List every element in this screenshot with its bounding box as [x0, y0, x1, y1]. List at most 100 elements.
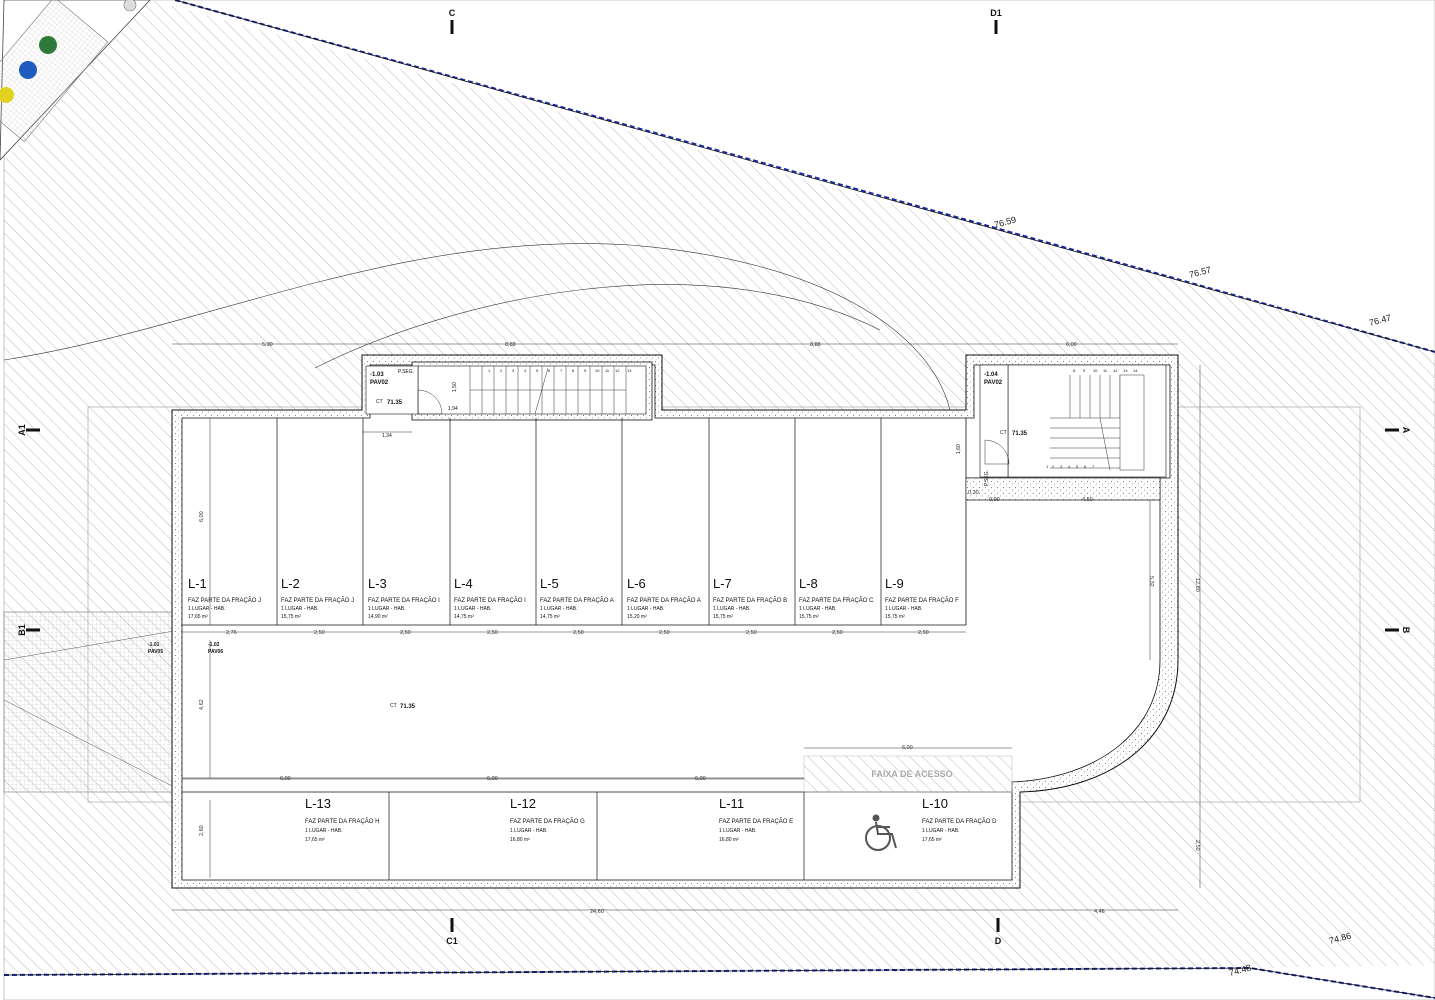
stair-left-ct-value: 71.35 [387, 400, 403, 406]
pav05-level: -1.01 [148, 642, 160, 648]
svg-text:A: A [1401, 427, 1411, 434]
dimension-labels: 5,30 8,88 8,88 6,00 2,76 2,50 2,50 2,50 … [199, 342, 1200, 915]
section-marker-top-d1: D1 [990, 8, 1002, 34]
svg-text:1: 1 [1046, 464, 1049, 469]
recycling-bins [0, 0, 137, 143]
svg-text:A1: A1 [17, 424, 27, 436]
stair-right-door [984, 439, 1010, 465]
svg-text:8: 8 [572, 368, 575, 373]
property-boundary-bottom-line [3, 967, 1435, 999]
section-marker-left-b1: B1 [17, 624, 40, 636]
svg-text:D1: D1 [990, 8, 1002, 18]
svg-text:B: B [1401, 627, 1411, 634]
svg-text:11: 11 [1103, 368, 1108, 373]
svg-text:2,50: 2,50 [918, 630, 929, 636]
svg-text:17,65 m²: 17,65 m² [305, 837, 325, 843]
svg-text:1 LUGAR - HAB.: 1 LUGAR - HAB. [719, 828, 757, 834]
svg-text:6,00: 6,00 [487, 776, 498, 782]
svg-text:6,00: 6,00 [280, 776, 291, 782]
svg-text:8: 8 [1073, 368, 1076, 373]
svg-text:9: 9 [584, 368, 587, 373]
svg-text:2,76: 2,76 [226, 630, 237, 636]
svg-text:15,75 m²: 15,75 m² [885, 614, 905, 620]
bottom-space-dividers [388, 792, 805, 880]
svg-text:2,50: 2,50 [487, 630, 498, 636]
svg-text:1 LUGAR - HAB.: 1 LUGAR - HAB. [188, 606, 226, 612]
svg-text:2,50: 2,50 [573, 630, 584, 636]
svg-text:16,80 m²: 16,80 m² [510, 837, 530, 843]
svg-text:5: 5 [1076, 464, 1079, 469]
svg-text:2: 2 [500, 368, 503, 373]
ramp-line-1 [3, 629, 181, 661]
svg-text:L-5: L-5 [540, 576, 559, 591]
section-marker-right-a: A [1385, 427, 1411, 434]
svg-text:5,32: 5,32 [1148, 576, 1154, 587]
svg-text:2,50: 2,50 [832, 630, 843, 636]
svg-text:9: 9 [1083, 368, 1086, 373]
svg-text:17,65 m²: 17,65 m² [188, 614, 208, 620]
elevation-1: 76.59 [993, 214, 1017, 229]
svg-text:FAZ PARTE DA FRAÇÃO B: FAZ PARTE DA FRAÇÃO B [713, 597, 787, 604]
svg-text:L-7: L-7 [713, 576, 732, 591]
svg-text:1 LUGAR - HAB.: 1 LUGAR - HAB. [510, 828, 548, 834]
ramp-line-2 [3, 699, 181, 791]
svg-text:14: 14 [1133, 368, 1138, 373]
svg-text:1: 1 [488, 368, 491, 373]
svg-text:12: 12 [615, 368, 620, 373]
section-marker-left-a1: A1 [17, 424, 40, 436]
svg-text:FAZ PARTE DA FRAÇÃO G: FAZ PARTE DA FRAÇÃO G [510, 818, 585, 825]
stair-left-dim-b: 1,94 [448, 406, 458, 412]
stair-right-step-numbers: 1 2 3 4 5 6 7 8 9 10 11 12 13 14 [1046, 368, 1138, 469]
section-marker-bottom-c1: C1 [446, 918, 458, 946]
svg-text:24,60: 24,60 [590, 909, 604, 915]
svg-text:2,50: 2,50 [659, 630, 670, 636]
svg-text:1 LUGAR - HAB.: 1 LUGAR - HAB. [885, 606, 923, 612]
svg-text:L-3: L-3 [368, 576, 387, 591]
svg-text:1 LUGAR - HAB.: 1 LUGAR - HAB. [799, 606, 837, 612]
svg-text:6,00: 6,00 [199, 511, 205, 522]
svg-text:12,80: 12,80 [1194, 578, 1200, 592]
stair-left-pseg: P.SEG. [398, 369, 414, 375]
svg-text:0,30: 0,30 [968, 490, 979, 496]
svg-text:FAZ PARTE DA FRAÇÃO H: FAZ PARTE DA FRAÇÃO H [305, 818, 379, 825]
svg-text:L-6: L-6 [627, 576, 646, 591]
svg-text:L-11: L-11 [719, 796, 744, 811]
svg-text:FAZ PARTE DA FRAÇÃO I: FAZ PARTE DA FRAÇÃO I [454, 597, 526, 604]
svg-text:L-4: L-4 [454, 576, 473, 591]
svg-text:L-9: L-9 [885, 576, 904, 591]
svg-text:1 LUGAR - HAB.: 1 LUGAR - HAB. [454, 606, 492, 612]
top-space-dividers [276, 418, 882, 625]
svg-text:15,75 m²: 15,75 m² [713, 614, 733, 620]
svg-text:12: 12 [1113, 368, 1118, 373]
svg-text:6,00: 6,00 [902, 745, 913, 751]
elevation-2: 76.57 [1188, 264, 1212, 279]
svg-text:7: 7 [1092, 464, 1095, 469]
svg-text:D: D [995, 936, 1002, 946]
svg-text:6,00: 6,00 [695, 776, 706, 782]
svg-text:7: 7 [560, 368, 563, 373]
svg-text:3: 3 [1060, 464, 1063, 469]
dimension-lines [172, 343, 1201, 911]
svg-text:L-12: L-12 [510, 796, 536, 811]
stair-right-level: -1.04 [984, 372, 998, 378]
svg-text:1 LUGAR - HAB.: 1 LUGAR - HAB. [713, 606, 751, 612]
svg-text:10: 10 [595, 368, 600, 373]
stair-left-pav: PAV02 [370, 380, 389, 386]
svg-text:14,90 m²: 14,90 m² [368, 614, 388, 620]
stair-left-step-numbers: 1 2 3 4 5 6 7 8 9 10 11 12 13 [488, 368, 632, 373]
section-marker-top-c: C [449, 8, 456, 34]
svg-text:16,80 m²: 16,80 m² [719, 837, 739, 843]
svg-text:L-8: L-8 [799, 576, 818, 591]
contour-line-1 [3, 243, 951, 411]
svg-text:FAZ PARTE DA FRAÇÃO A: FAZ PARTE DA FRAÇÃO A [627, 597, 701, 604]
stair-left-ct-prefix: CT [376, 399, 383, 405]
stair-left-dim-a: 1,50 [452, 382, 458, 392]
svg-text:1 LUGAR - HAB.: 1 LUGAR - HAB. [368, 606, 406, 612]
stair-right-pseg: P.SEG. [984, 470, 990, 486]
